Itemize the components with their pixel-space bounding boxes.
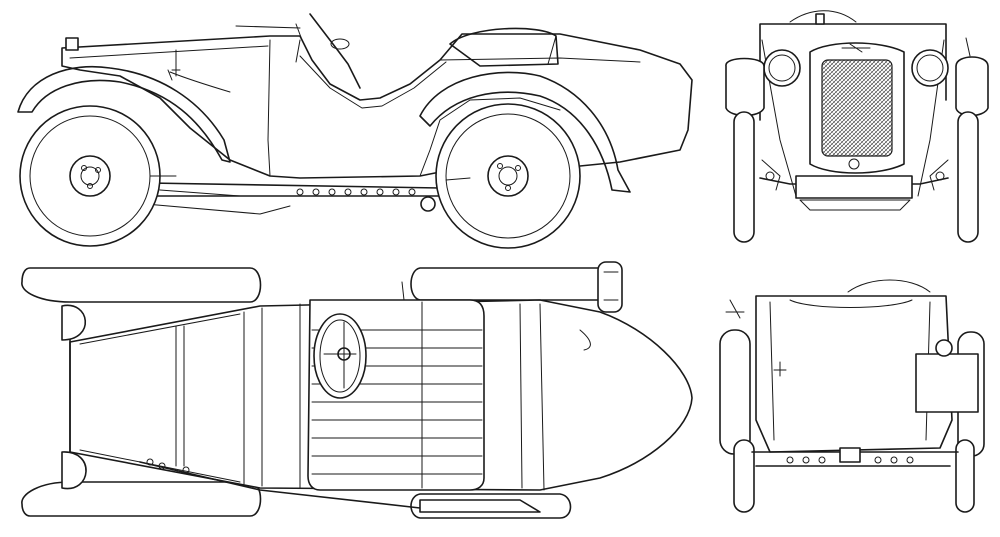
rear-wheel-left	[719, 329, 751, 455]
side-body-outline	[61, 33, 693, 179]
top-front-mudguard-lower	[21, 481, 262, 517]
side-radiator-cap	[65, 37, 79, 51]
side-chassis-holes	[296, 188, 416, 196]
front-wing-right	[955, 56, 989, 117]
rear-view	[719, 279, 985, 513]
side-cowl	[449, 27, 559, 67]
side-front-mudguard	[17, 65, 231, 163]
front-wing-left	[725, 57, 765, 117]
rear-body-outline	[755, 295, 953, 453]
top-view	[21, 261, 693, 519]
top-floor-slats	[311, 301, 483, 489]
top-spare-wheel	[597, 261, 623, 313]
side-front-wheel	[19, 105, 161, 247]
front-number-plate	[795, 175, 913, 199]
front-wheel-left	[733, 111, 755, 243]
front-wheel-right	[957, 111, 979, 243]
side-steering-wheel	[309, 13, 361, 89]
top-headlamp-lower	[61, 451, 87, 490]
side-rear-mudguard	[419, 71, 631, 193]
side-view	[17, 13, 693, 249]
top-exhaust-pipe	[139, 461, 541, 513]
rear-lamp	[935, 339, 953, 357]
front-radiator-grill	[821, 59, 893, 157]
rear-chassis-holes	[786, 456, 914, 464]
side-rear-wheel	[435, 103, 581, 249]
top-rear-mudguard-lower	[410, 493, 572, 519]
front-view	[725, 10, 989, 243]
top-front-mudguard-upper	[21, 267, 262, 303]
top-headlamp-upper	[61, 304, 87, 341]
top-rear-mudguard-upper	[410, 267, 623, 301]
rear-number-plate	[915, 353, 979, 413]
